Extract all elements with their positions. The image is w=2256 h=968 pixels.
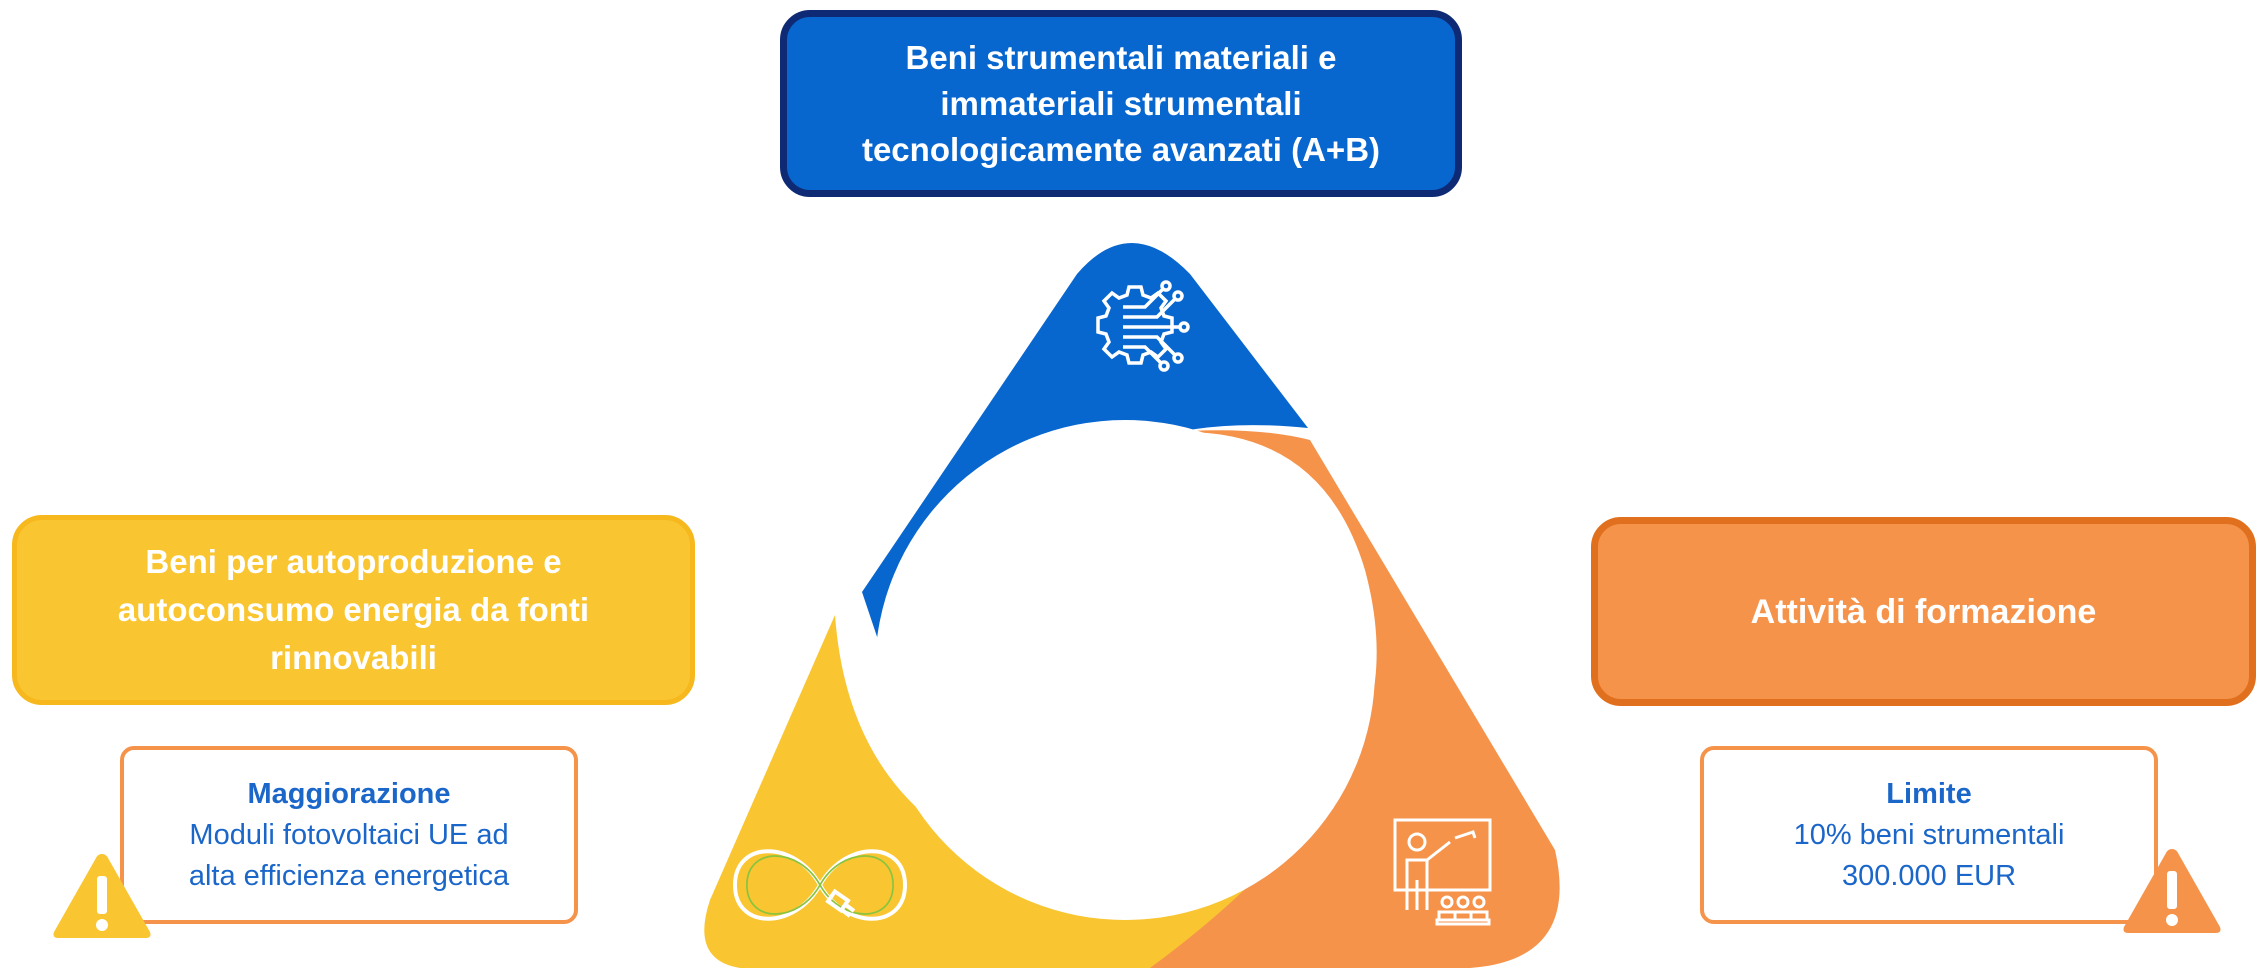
warning-icon (2123, 849, 2221, 933)
left-note-line-2: alta efficienza energetica (188, 859, 510, 892)
right-category-box: Attività di formazione (1591, 517, 2256, 706)
top-box-line-2: immateriali strumentali (940, 84, 1302, 122)
left-category-box: Beni per autoproduzione e autoconsumo en… (12, 515, 695, 705)
right-note-title: Limite (1886, 777, 1972, 810)
top-box-line-3: tecnologicamente avanzati (A+B) (861, 130, 1381, 168)
left-note-box: Maggiorazione Moduli fotovoltaici UE ad … (120, 746, 578, 924)
top-category-box: Beni strumentali materiali e immateriali… (780, 10, 1462, 197)
segment-orange (1150, 430, 1560, 968)
infinity-plug-icon (732, 849, 908, 921)
center-circle (875, 420, 1375, 920)
right-note-box: Limite 10% beni strumentali 300.000 EUR (1700, 746, 2158, 924)
left-box-line-1: Beni per autoproduzione e (145, 543, 562, 580)
left-note-title: Maggiorazione (247, 777, 451, 810)
right-note-line-2: 300.000 EUR (1841, 859, 2017, 892)
segment-yellow (704, 615, 1290, 968)
left-box-line-3: rinnovabili (270, 639, 437, 676)
presentation-teacher-icon (1393, 818, 1492, 926)
gear-circuit-icon (1096, 280, 1190, 372)
warning-icon (53, 854, 151, 938)
right-note-line-1: 10% beni strumentali (1793, 818, 2065, 851)
right-box-line-1: Attività di formazione (1750, 592, 2097, 631)
left-box-line-2: autoconsumo energia da fonti (117, 591, 590, 628)
segment-blue (862, 243, 1308, 720)
left-note-line-1: Moduli fotovoltaici UE ad (189, 818, 509, 851)
top-box-line-1: Beni strumentali materiali e (905, 38, 1337, 76)
